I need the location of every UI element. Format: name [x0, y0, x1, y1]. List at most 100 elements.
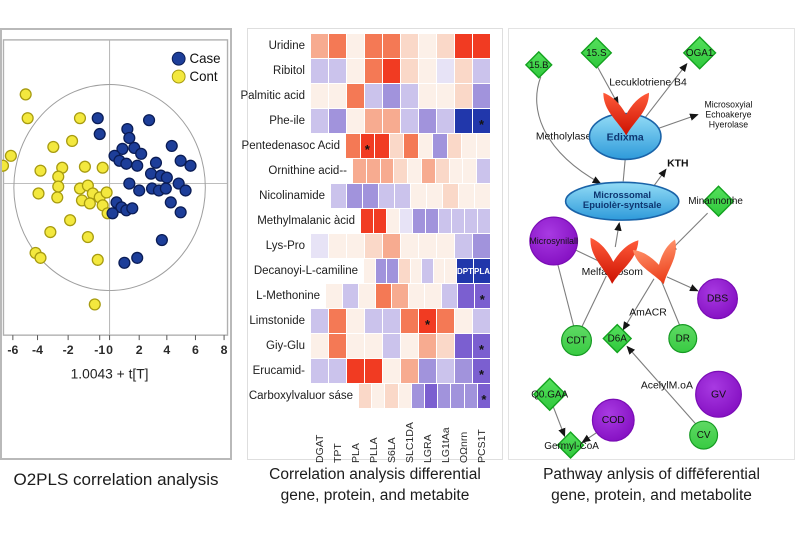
heatmap-cell	[425, 384, 439, 409]
heatmap-row-label: Erucamid-	[252, 365, 305, 377]
heatmap-cell	[311, 109, 329, 134]
heatmap-cell	[410, 259, 423, 284]
heatmap-cell	[353, 159, 367, 184]
scatter-point-case	[120, 157, 133, 170]
heatmap-row: *	[311, 359, 491, 384]
heatmap-cell	[329, 234, 347, 259]
heatmap-cell	[426, 209, 439, 234]
heatmap-row: *	[311, 334, 491, 359]
heatmap-cell	[437, 234, 455, 259]
plot-frame	[2, 39, 229, 336]
x-tick-label: -6	[7, 343, 18, 357]
scatter-point-cont	[88, 298, 101, 311]
heatmap-cell	[363, 184, 379, 209]
heatmap-row: *	[311, 109, 491, 134]
scatter-point-case	[174, 154, 187, 167]
heatmap-row-label: Giy-Glu	[266, 340, 305, 352]
heatmap-cell	[452, 209, 465, 234]
heatmap-cell	[311, 359, 329, 384]
cell-text: PLA	[474, 266, 490, 276]
caption-heatmap-line2: gene, protein, and metabite	[280, 487, 470, 504]
heatmap-cell	[329, 109, 347, 134]
caption-heatmap-line1: Correlation analysis differential	[269, 466, 481, 483]
node-ngermyl	[556, 431, 585, 459]
heatmap-cell	[418, 134, 433, 159]
node-nedixma-label: Edixma	[607, 132, 644, 143]
heatmap-cell	[455, 84, 473, 109]
scatter-point-cont	[100, 186, 113, 199]
significance-star: *	[364, 142, 370, 157]
heatmap-row-label: Methylmalanic àcid	[257, 215, 355, 227]
heatmap-cell	[419, 84, 437, 109]
heatmap-cell	[401, 109, 419, 134]
heatmap-cell	[437, 84, 455, 109]
caption-network-line2: gene, protein, and metabolite	[551, 487, 752, 504]
scatter-point-cont	[81, 230, 94, 244]
heatmap-cell	[311, 334, 329, 359]
heatmap-cell	[455, 234, 473, 259]
scatter-point-cont	[96, 161, 109, 174]
e-edixma-hyerolase	[657, 113, 699, 130]
scatter-point-cont	[66, 134, 79, 148]
heatmap-cell	[359, 284, 376, 309]
heatmap-cell	[365, 234, 383, 259]
heatmap-cell	[473, 309, 491, 334]
heatmap-cell	[383, 309, 401, 334]
significance-star: *	[479, 292, 485, 307]
heatmap-cell: DPT	[457, 259, 474, 284]
heatmap-cell	[383, 109, 401, 134]
heatmap-cell	[401, 309, 419, 334]
scatter-point-cont	[32, 187, 45, 200]
heatmap-cell	[383, 59, 401, 84]
heatmap-cell	[392, 284, 409, 309]
scatter-point-case	[116, 142, 129, 155]
heatmap-cell	[419, 359, 437, 384]
heatmap-cell	[380, 159, 395, 184]
scatter-point-case	[144, 167, 158, 180]
x-tick-label: 4	[163, 343, 170, 357]
scatter-point-cont	[73, 112, 87, 125]
heatmap-cell	[389, 134, 404, 159]
heatmap-cell	[437, 34, 455, 59]
scatter-point-case	[164, 196, 177, 209]
heatmap-cell	[383, 34, 401, 59]
heatmap-cell	[408, 159, 422, 184]
heatmap-cell	[437, 309, 455, 334]
heatmap-cell	[311, 59, 329, 84]
node-nd6a	[602, 323, 633, 354]
diagram-label: Echoakerye	[705, 110, 751, 120]
heatmap-cell: PLA	[474, 259, 491, 284]
heatmap-cell	[342, 284, 359, 309]
node-n15b	[524, 50, 553, 79]
scatter-point-cont	[21, 112, 34, 125]
node-chevc-chevron-icon	[632, 239, 676, 285]
node-noga1	[682, 35, 717, 70]
heatmap-cell	[441, 284, 458, 309]
heatmap-cell	[455, 309, 473, 334]
heatmap-cell	[455, 334, 473, 359]
heatmap-row	[361, 209, 491, 234]
diagram-label: KTH	[667, 158, 688, 169]
e-cv-d6a	[626, 345, 699, 427]
scatter-point-cont	[51, 191, 64, 204]
scatter-point-case	[179, 184, 192, 197]
heatmap-cell	[408, 284, 425, 309]
heatmap-cell	[411, 384, 426, 409]
scatter-point-cont	[91, 253, 104, 266]
heatmap-cell	[365, 359, 383, 384]
heatmap-cell	[383, 359, 401, 384]
heatmap-row-label: Lys-Pro	[265, 240, 305, 252]
heatmap-cell	[365, 334, 383, 359]
heatmap-cell	[375, 134, 390, 159]
heatmap-cell	[346, 134, 361, 159]
heatmap-cell	[425, 284, 442, 309]
heatmap-row-label: Ornithine acid--	[268, 165, 347, 177]
heatmap-row-label: Palmitic acid	[240, 90, 305, 102]
node-nminan	[702, 185, 735, 218]
legend-dot-cont	[171, 69, 186, 84]
heatmap-cell	[326, 284, 343, 309]
heatmap-cell	[419, 34, 437, 59]
heatmap-cell	[385, 384, 399, 409]
x-tick-label: -2	[63, 343, 74, 357]
